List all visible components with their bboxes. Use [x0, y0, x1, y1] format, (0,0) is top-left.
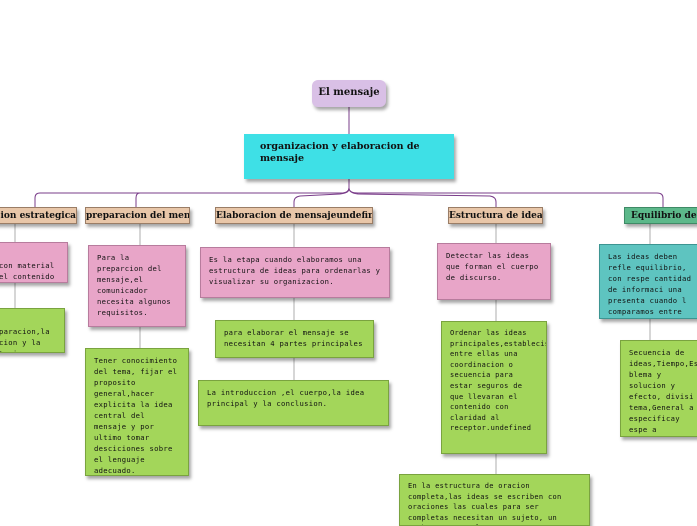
category-equilibrio[interactable]: Equilibrio de [624, 207, 697, 224]
root-title: El mensaje [318, 87, 380, 98]
note-text: Es la etapa cuando elaboramos una estruc… [209, 255, 381, 286]
note-text: Secuencia de ideas,Tiempo,Es blema y sol… [629, 348, 697, 434]
note-c4-green1[interactable]: Ordenar las ideas principales,establecis… [441, 321, 547, 454]
note-c2-pink[interactable]: Para la preparcion del mensaje,el comuni… [88, 245, 186, 327]
note-c3-green2[interactable]: La introduccion ,el cuerpo,la idea princ… [198, 380, 389, 426]
note-text: Detectar las ideas que forman el cuerpo … [446, 251, 539, 282]
category-label: preparacion del mensaje [86, 211, 190, 221]
note-text: con material el contenido [0, 261, 55, 281]
subtitle-node[interactable]: organizacion y elaboracion de mensaje [244, 134, 454, 179]
note-text: para elaborar el mensaje se necesitan 4 … [224, 328, 363, 348]
note-c3-green1[interactable]: para elaborar el mensaje se necesitan 4 … [215, 320, 374, 358]
note-c4-green2[interactable]: En la estructura de oracion completa,las… [399, 474, 590, 526]
note-text: paracion,la cion y la tacion. [0, 327, 50, 352]
note-text: Las ideas deben refle equilibrio, con re… [608, 252, 692, 316]
category-label: Estructura de ideas [449, 211, 543, 221]
note-text: Para la preparcion del mensaje,el comuni… [97, 253, 172, 317]
note-text: Ordenar las ideas principales,establecis… [450, 329, 546, 433]
category-elaboracion[interactable]: Elaboracion de mensajeundefined [215, 207, 373, 224]
note-c3-pink[interactable]: Es la etapa cuando elaboramos una estruc… [200, 247, 390, 298]
note-c1-pink[interactable]: con material el contenido [0, 242, 68, 283]
category-label: cion estrategica [0, 211, 77, 221]
note-c5-teal[interactable]: Las ideas deben refle equilibrio, con re… [599, 244, 697, 319]
category-label: Elaboracion de mensajeundefined [216, 211, 373, 221]
category-label: Equilibrio de [631, 211, 697, 221]
note-c2-green[interactable]: Tener conocimiento del tema, fijar el pr… [85, 348, 189, 476]
note-text: Tener conocimiento del tema, fijar el pr… [94, 356, 178, 475]
note-text: En la estructura de oracion completa,las… [408, 482, 562, 525]
category-preparacion[interactable]: preparacion del mensaje [85, 207, 190, 224]
note-c5-green[interactable]: Secuencia de ideas,Tiempo,Es blema y sol… [620, 340, 697, 437]
note-text: La introduccion ,el cuerpo,la idea princ… [207, 388, 365, 408]
category-estrategica[interactable]: cion estrategica [0, 207, 77, 224]
root-node[interactable]: El mensaje [312, 80, 386, 107]
note-c4-pink[interactable]: Detectar las ideas que forman el cuerpo … [437, 243, 551, 300]
subtitle-text: organizacion y elaboracion de mensaje [260, 141, 420, 164]
note-c1-green[interactable]: paracion,la cion y la tacion. [0, 308, 65, 353]
category-estructura[interactable]: Estructura de ideas [448, 207, 543, 224]
